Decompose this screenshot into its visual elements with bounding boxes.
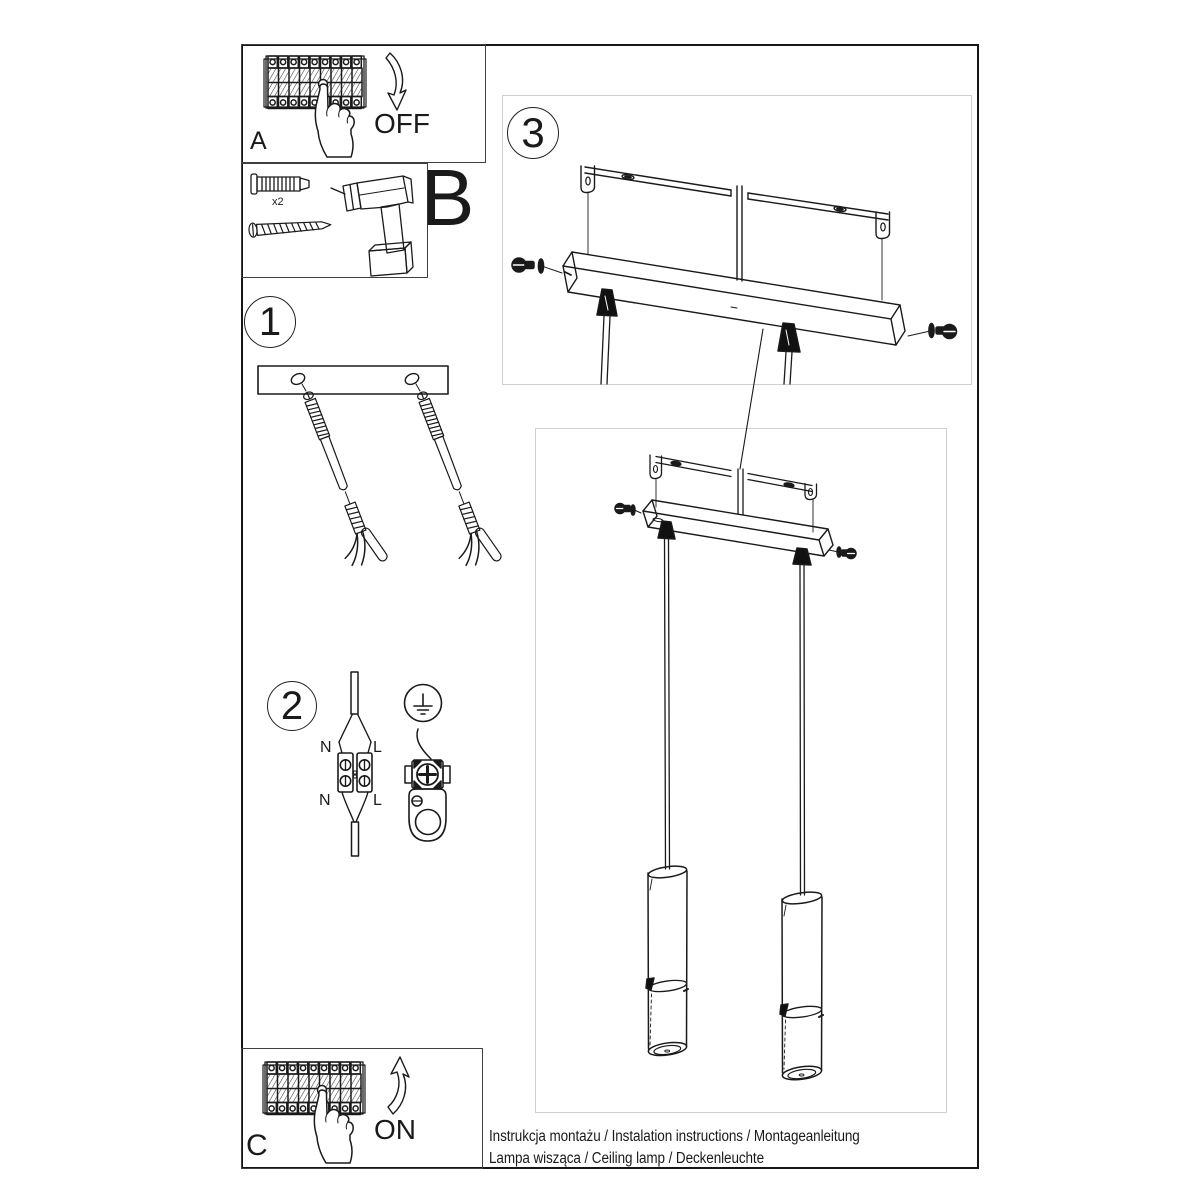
step-b-diagram — [248, 173, 414, 277]
assembled-lamp-box — [535, 428, 947, 1113]
footer-line2: Lampa wisząca / Ceiling lamp / Deckenleu… — [489, 1150, 765, 1167]
drill-icon — [330, 175, 414, 277]
terminal-label-n-top: N — [320, 739, 332, 756]
terminal-label-l-top: L — [373, 739, 382, 756]
mains-cable-icon — [338, 671, 372, 754]
circuit-breaker-panel-icon — [263, 1062, 365, 1163]
mains-cable-icon — [737, 468, 744, 516]
step2-number-badge: 2 — [267, 681, 317, 731]
cable-grip-icon — [596, 288, 801, 353]
arrow-up-icon — [387, 1056, 410, 1115]
step3-number-badge: 3 — [507, 107, 559, 159]
step-c-diagram — [263, 1056, 410, 1163]
step-b-box — [241, 163, 428, 278]
step1-diagram — [257, 365, 505, 576]
lamp-cable-icon — [341, 791, 369, 857]
step-b-label: B — [421, 153, 475, 242]
ground-bracket-icon — [408, 788, 447, 842]
step2-diagram — [337, 671, 451, 857]
side-screw-right-icon — [907, 322, 958, 340]
off-label: OFF — [374, 108, 430, 139]
step2-number: 2 — [280, 683, 304, 728]
terminal-block-icon — [337, 752, 373, 793]
step3-detail-box — [502, 95, 972, 385]
cable-grip-icon — [657, 520, 812, 566]
ceiling-bracket-icon — [580, 165, 891, 301]
screw-and-anchor-icon — [398, 385, 505, 576]
mains-cable-icon — [736, 185, 743, 282]
pendant-cable-icon — [600, 315, 793, 385]
step1-number: 1 — [258, 299, 282, 344]
step1-number-badge: 1 — [244, 296, 296, 348]
terminal-label-l-bottom: L — [373, 792, 382, 809]
assembled-lamp-diagram — [614, 454, 857, 1081]
ground-symbol-icon — [403, 683, 443, 723]
ceiling-strip-icon — [257, 365, 449, 395]
step-c-box — [241, 1048, 483, 1169]
step3-number: 3 — [521, 109, 545, 156]
pendant-cable-icon — [663, 538, 806, 896]
screw-icon — [248, 221, 332, 238]
screw-and-anchor-icon — [302, 391, 388, 567]
wall-plug-icon — [250, 173, 310, 195]
ground-clamp-icon — [404, 759, 451, 790]
sheet-frame — [241, 44, 979, 1169]
plug-quantity-label: x2 — [272, 196, 284, 208]
lamp-shade-icon — [645, 865, 689, 1057]
ceiling-bracket-icon — [649, 454, 818, 533]
leader-line — [739, 328, 764, 470]
side-screw-left-icon — [511, 257, 563, 274]
step-a-diagram — [264, 52, 407, 157]
ground-wire-icon — [416, 728, 432, 760]
canopy-icon — [562, 251, 906, 346]
drill-hole-icon — [404, 372, 420, 386]
step3-diagram — [511, 165, 958, 385]
footer-line1: Instrukcja montażu / Instalation instruc… — [489, 1128, 860, 1145]
circuit-breaker-panel-icon — [264, 56, 366, 157]
step-c-label: C — [246, 1129, 268, 1162]
step-a-box — [241, 44, 486, 163]
lamp-shade-icon — [779, 891, 824, 1081]
arrow-down-icon — [385, 52, 407, 111]
step-a-label: A — [250, 127, 267, 155]
side-screw-left-icon — [614, 502, 642, 516]
terminal-label-n-bottom: N — [319, 792, 331, 809]
drill-hole-icon — [290, 372, 306, 386]
side-screw-right-icon — [828, 546, 857, 560]
on-label: ON — [374, 1114, 416, 1145]
